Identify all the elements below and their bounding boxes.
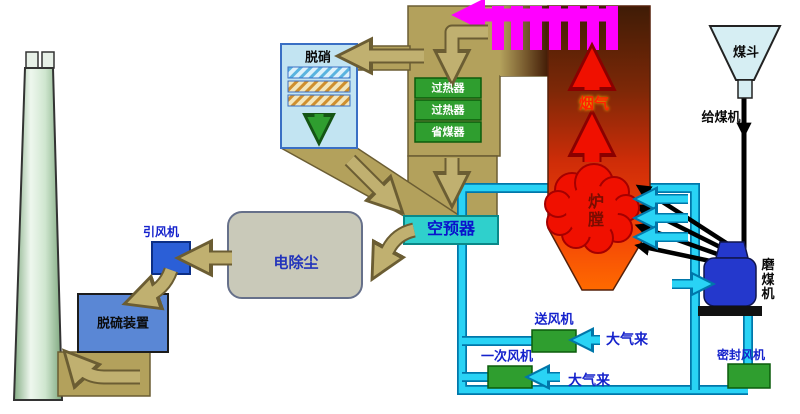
esp-box (227, 211, 363, 299)
induced-draft-fan-box (151, 241, 191, 275)
desulfurization-box (77, 293, 169, 353)
seal-fan-box (727, 363, 771, 389)
superheater-1-box (414, 77, 482, 99)
furnace-flame-cloud (544, 163, 640, 254)
chimney (12, 51, 64, 401)
superheater-2-box (414, 99, 482, 121)
coal-hopper-shape (708, 25, 782, 99)
primary-air-fan-box (487, 365, 533, 389)
air-preheater-box (403, 215, 499, 245)
flue-gas-arrows (61, 24, 488, 391)
tube-bank (451, 0, 618, 50)
economizer-box (414, 121, 482, 143)
denitration-unit (280, 43, 358, 149)
forced-draft-fan-box (531, 329, 577, 353)
air-flow-arrows (524, 185, 716, 390)
coal-mill-shape (698, 241, 762, 316)
